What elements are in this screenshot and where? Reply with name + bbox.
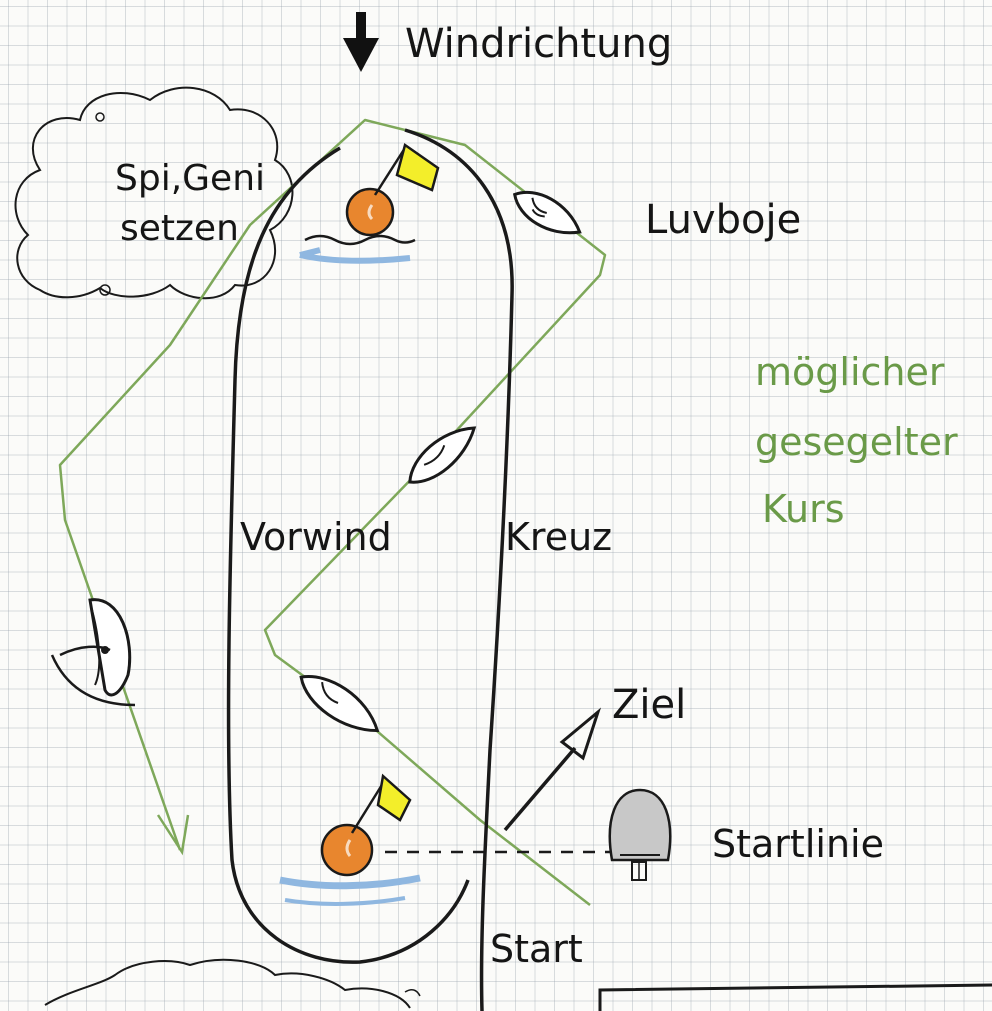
spi-set-label-line1: Spi,Geni	[115, 158, 265, 199]
downwind-label: Vorwind	[240, 515, 392, 559]
start-buoy	[279, 773, 421, 906]
windward-buoy	[299, 142, 440, 264]
wind-direction-label: Windrichtung	[405, 21, 672, 67]
sailboat-spinnaker-icon	[50, 598, 136, 707]
spi-set-label-line2: setzen	[120, 208, 239, 249]
downwind-line-left	[226, 146, 470, 964]
cloud-curl	[404, 989, 421, 997]
committee-boat-icon	[608, 788, 672, 881]
beat-line-right	[404, 128, 514, 1011]
course-label-line2: gesegelter	[755, 420, 958, 464]
thought-cloud	[14, 86, 294, 300]
start-line-label: Startlinie	[712, 822, 884, 866]
course-label-line1: möglicher	[755, 350, 945, 394]
course-arrowhead	[156, 814, 190, 856]
beat-label: Kreuz	[505, 515, 612, 559]
windward-mark-label: Luvboje	[645, 197, 801, 243]
finish-arrow-icon	[503, 707, 602, 832]
thought-cloud-bottom	[44, 958, 411, 1009]
table-edge	[598, 983, 992, 1011]
sailboat-icon	[299, 675, 380, 733]
sailboat-icon	[512, 190, 582, 235]
start-label: Start	[490, 927, 583, 971]
cloud-curl	[99, 284, 111, 296]
course-label-line3: Kurs	[762, 487, 845, 531]
cloud-curl	[95, 112, 105, 122]
finish-label: Ziel	[612, 682, 686, 728]
wind-direction-arrow-icon	[343, 12, 379, 72]
sailboat-icon	[408, 426, 477, 484]
